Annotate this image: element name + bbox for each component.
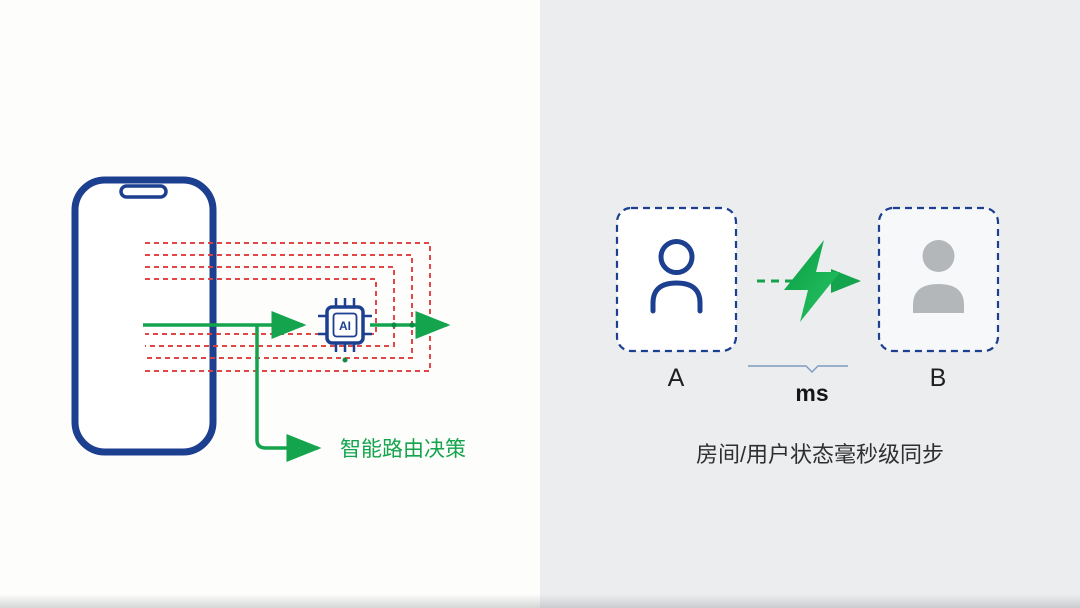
phone-notch xyxy=(119,184,168,199)
red-dashed-signal-paths xyxy=(145,242,431,372)
junction-dot-1 xyxy=(391,322,397,328)
red-dashed-path-2 xyxy=(145,254,413,359)
lightning-bolt-icon xyxy=(784,240,840,322)
phone-outline-icon xyxy=(71,176,217,456)
latency-brace xyxy=(748,365,848,373)
sync-caption: 房间/用户状态毫秒级同步 xyxy=(696,442,944,467)
user-a-label: A xyxy=(668,364,685,392)
bottom-shade xyxy=(0,594,1080,608)
red-dashed-path-3 xyxy=(145,266,395,347)
routing-branch-arrow xyxy=(255,325,322,462)
chip-node-dot xyxy=(342,357,348,363)
ai-chip-icon: AI xyxy=(318,298,372,363)
junction-dot-2 xyxy=(409,322,415,328)
user-b-box xyxy=(877,206,1000,353)
latency-label: ms xyxy=(795,380,828,406)
person-filled-icon xyxy=(913,240,964,313)
user-b-label: B xyxy=(930,364,947,392)
chip-label: AI xyxy=(339,319,351,333)
user-a-box xyxy=(615,206,738,353)
person-outline-icon xyxy=(650,239,703,314)
routing-decision-label: 智能路由决策 xyxy=(340,438,466,461)
